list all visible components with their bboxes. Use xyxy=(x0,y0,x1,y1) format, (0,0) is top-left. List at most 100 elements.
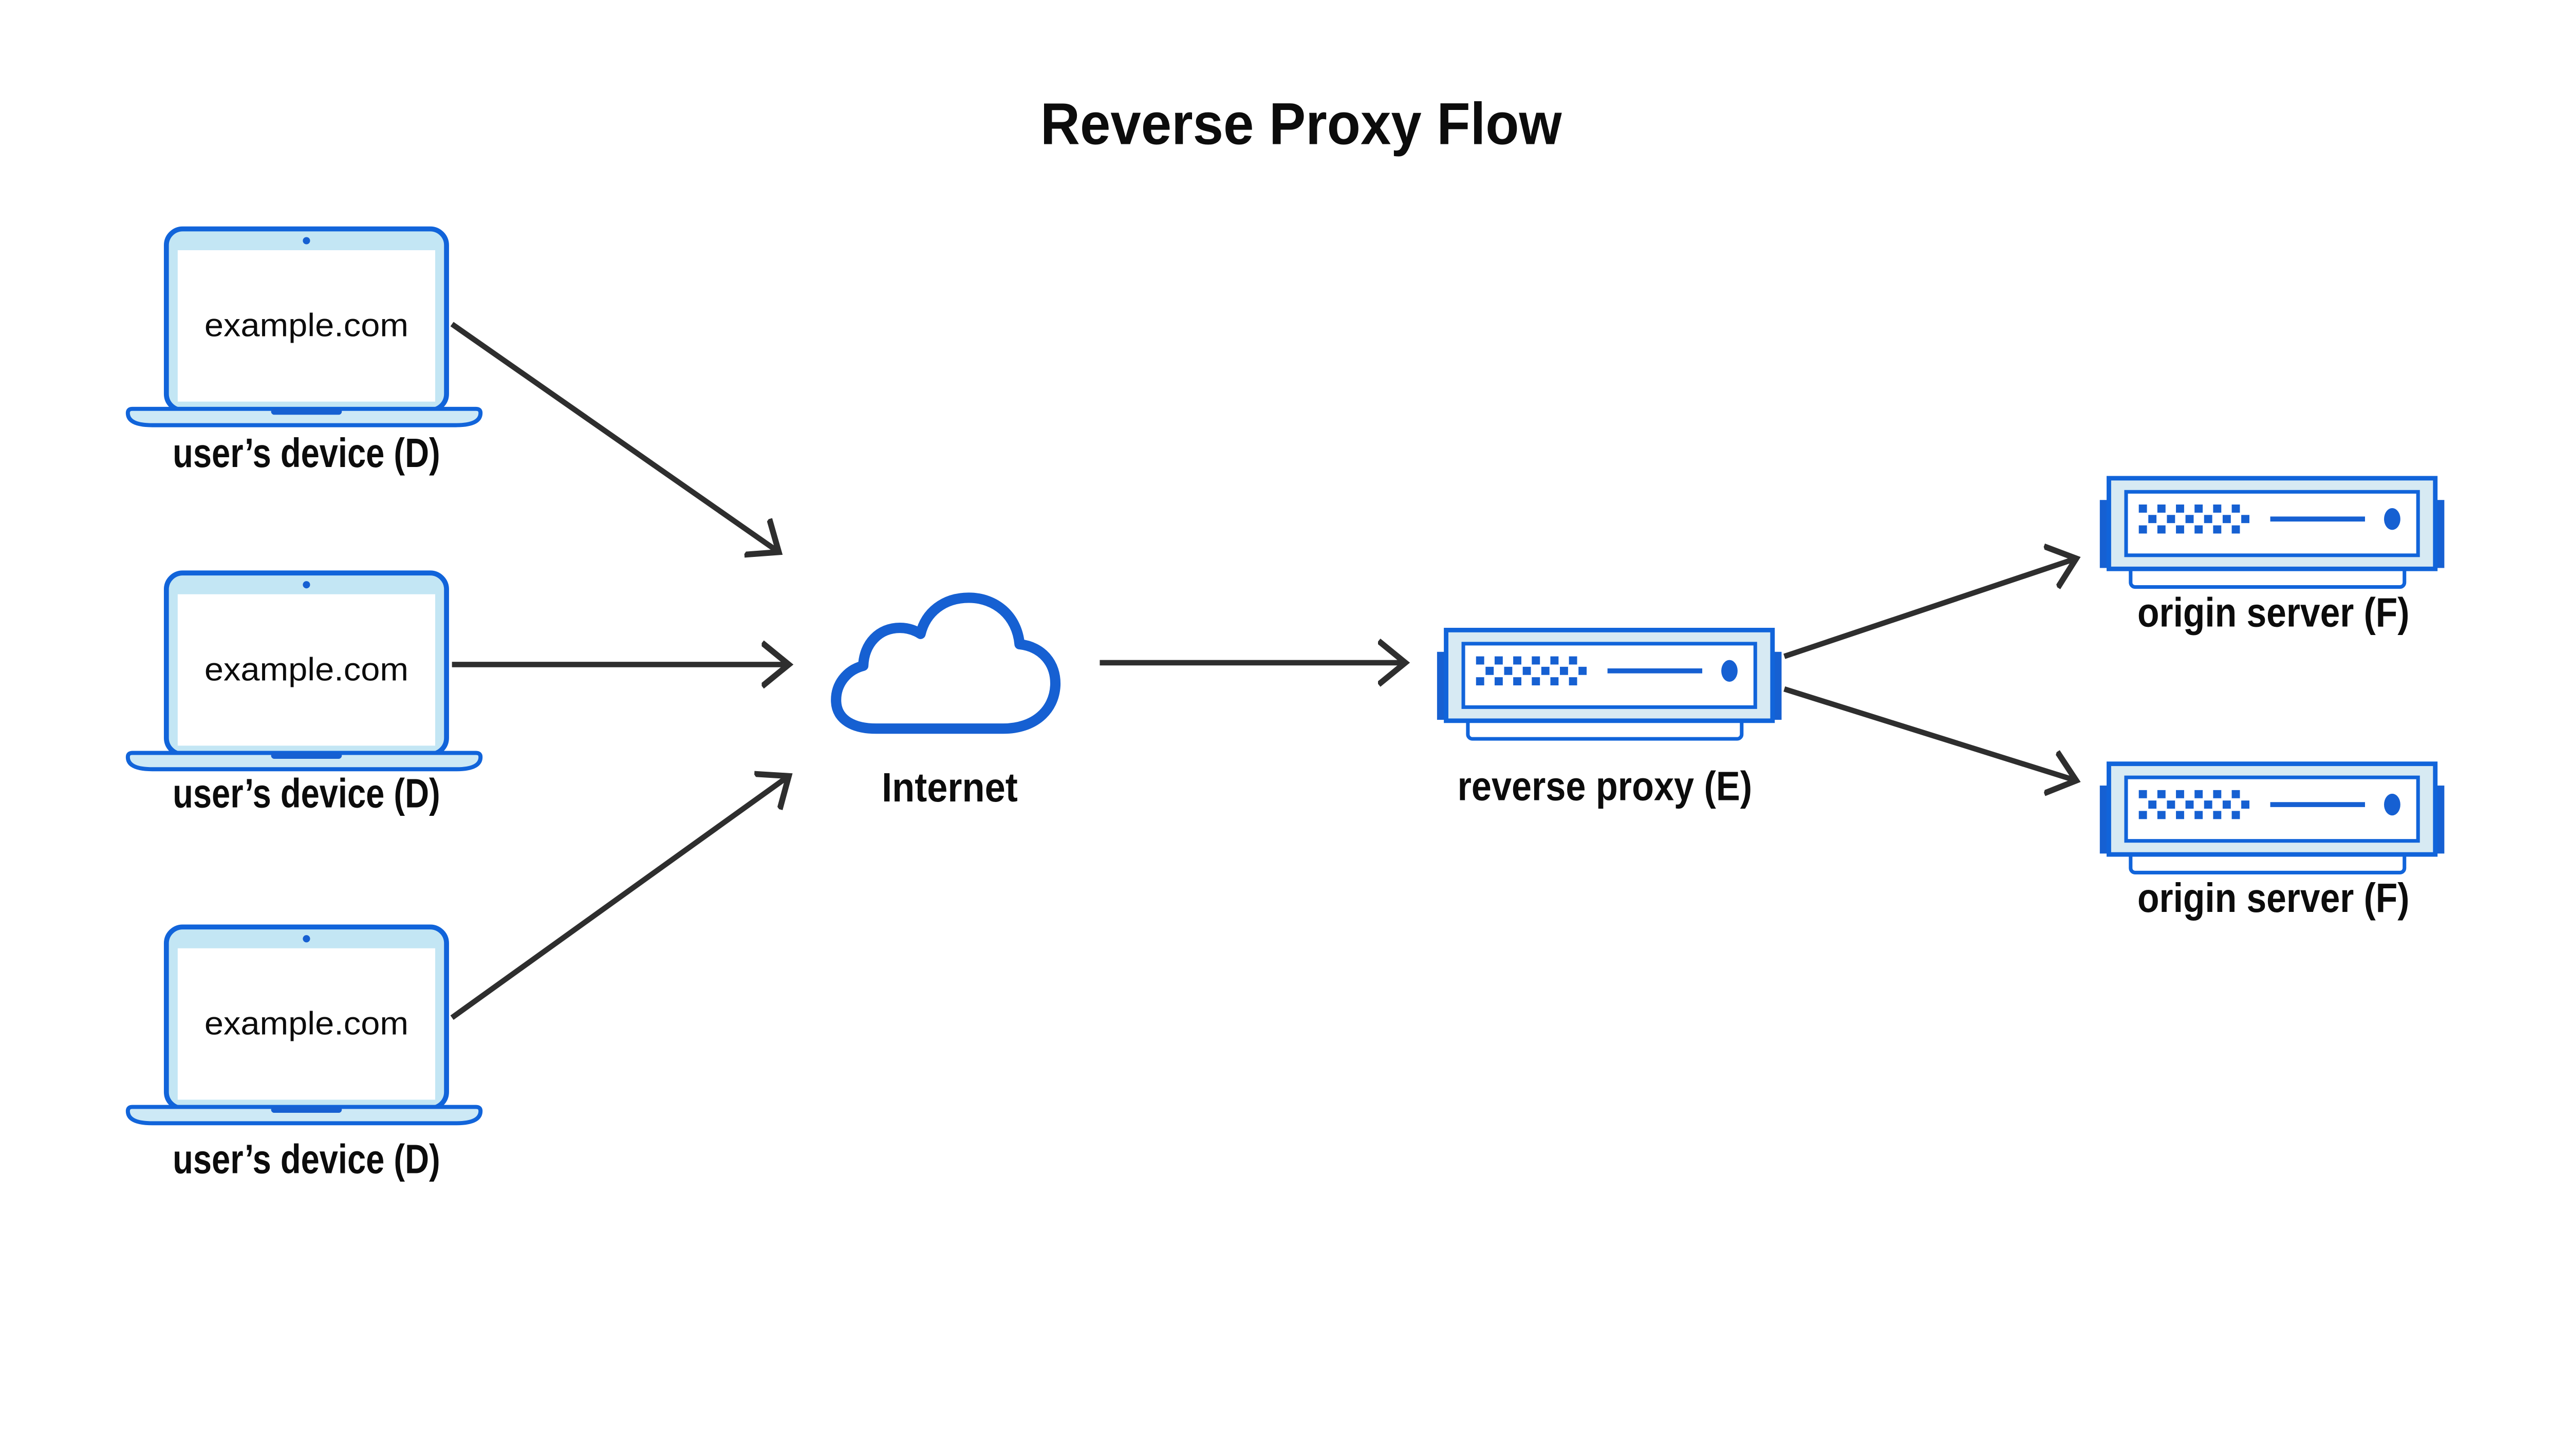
origin-server-2-icon xyxy=(2099,761,2445,874)
vent-square xyxy=(1476,677,1484,686)
vent-square xyxy=(2148,515,2157,524)
device-1-label: user’s device (D) xyxy=(173,430,440,476)
reverse-proxy-label: reverse proxy (E) xyxy=(1458,763,1752,809)
server-panel xyxy=(2124,775,2420,843)
server-power-dot xyxy=(2384,508,2400,530)
vent-square xyxy=(1569,677,1577,686)
vent-square xyxy=(2176,811,2184,819)
vent-square xyxy=(1476,656,1484,665)
camera-dot-icon xyxy=(303,237,310,245)
device-screen-url: example.com xyxy=(204,651,408,687)
vent-square xyxy=(2213,525,2222,534)
vent-square xyxy=(2194,525,2203,534)
vent-square xyxy=(2213,790,2222,798)
vent-square xyxy=(2167,515,2175,524)
arrow-device1-to-internet xyxy=(450,322,779,552)
page-title: Reverse Proxy Flow xyxy=(1040,91,1562,157)
vent-square xyxy=(1532,656,1540,665)
vent-square xyxy=(1541,666,1550,675)
server-vent-matrix xyxy=(2138,504,2249,534)
vent-square xyxy=(2185,515,2194,524)
cloud-shape xyxy=(831,592,1061,734)
vent-square xyxy=(2231,790,2240,798)
vent-square xyxy=(1559,666,1568,675)
vent-square xyxy=(2222,800,2231,809)
vent-square xyxy=(2148,800,2157,809)
vent-square xyxy=(2138,811,2147,819)
vent-square xyxy=(1532,677,1540,686)
reverse-proxy-icon xyxy=(1437,627,1782,741)
device-screen-url: example.com xyxy=(204,307,408,344)
vent-square xyxy=(2213,504,2222,513)
reverse-proxy-flow-diagram: Reverse Proxy Flow example.com user’s de… xyxy=(125,91,2445,1182)
vent-square xyxy=(2241,800,2249,809)
arrow-proxy-to-origin2 xyxy=(1783,686,2076,780)
vent-square xyxy=(1550,677,1559,686)
user-device-1-icon: example.com xyxy=(125,226,483,427)
arrow-device3-to-internet xyxy=(450,776,789,1020)
laptop-base-notch xyxy=(271,1106,342,1113)
origin-server-1-icon xyxy=(2099,476,2445,589)
vent-square xyxy=(2185,800,2194,809)
vent-square xyxy=(2231,504,2240,513)
vent-square xyxy=(2194,790,2203,798)
vent-square xyxy=(2157,811,2166,819)
laptop-base xyxy=(125,751,483,772)
vent-square xyxy=(2167,800,2175,809)
vent-square xyxy=(2138,790,2147,798)
server-power-dot xyxy=(1721,660,1738,682)
laptop-screen xyxy=(177,250,436,402)
arrow-proxy-to-origin1 xyxy=(1783,558,2076,659)
server-panel xyxy=(2124,490,2420,557)
device-3-label: user’s device (D) xyxy=(173,1136,440,1182)
user-device-3-icon: example.com xyxy=(125,924,483,1126)
vent-square xyxy=(1522,666,1531,675)
laptop-screen xyxy=(177,948,436,1100)
vent-square xyxy=(2241,515,2249,524)
laptop-base-notch xyxy=(271,408,342,415)
origin-server-2-label: origin server (F) xyxy=(2137,875,2409,921)
user-device-2-icon: example.com xyxy=(125,570,483,772)
device-2-label: user’s device (D) xyxy=(173,770,440,816)
vent-square xyxy=(1550,656,1559,665)
vent-square xyxy=(2176,504,2184,513)
laptop-base xyxy=(125,1105,483,1126)
vent-square xyxy=(2213,811,2222,819)
vent-square xyxy=(2194,811,2203,819)
vent-square xyxy=(1513,656,1522,665)
vent-square xyxy=(2194,504,2203,513)
diagram-canvas: Reverse Proxy Flow example.com user’s de… xyxy=(125,91,2445,1182)
vent-square xyxy=(1485,666,1494,675)
vent-square xyxy=(2176,790,2184,798)
vent-square xyxy=(2231,525,2240,534)
camera-dot-icon xyxy=(303,935,310,943)
vent-square xyxy=(1513,677,1522,686)
vent-square xyxy=(2176,525,2184,534)
server-panel xyxy=(1461,642,1757,709)
server-vent-matrix xyxy=(2138,790,2249,819)
vent-square xyxy=(2157,504,2166,513)
vent-square xyxy=(1569,656,1577,665)
camera-dot-icon xyxy=(303,581,310,589)
vent-square xyxy=(1504,666,1513,675)
vent-square xyxy=(2138,525,2147,534)
server-power-dot xyxy=(2384,793,2400,816)
internet-label: Internet xyxy=(882,764,1018,810)
origin-server-1-label: origin server (F) xyxy=(2137,589,2409,635)
vent-square xyxy=(2204,515,2212,524)
laptop-base-notch xyxy=(271,752,342,759)
device-screen-url: example.com xyxy=(204,1005,408,1041)
vent-square xyxy=(2222,515,2231,524)
server-vent-matrix xyxy=(1476,656,1587,686)
vent-square xyxy=(2157,790,2166,798)
laptop-screen xyxy=(177,594,436,746)
vent-square xyxy=(2157,525,2166,534)
vent-square xyxy=(1494,677,1503,686)
vent-square xyxy=(1578,666,1587,675)
vent-square xyxy=(2231,811,2240,819)
internet-cloud-icon xyxy=(831,592,1061,734)
laptop-base xyxy=(125,406,483,427)
vent-square xyxy=(1494,656,1503,665)
vent-square xyxy=(2138,504,2147,513)
vent-square xyxy=(2204,800,2212,809)
